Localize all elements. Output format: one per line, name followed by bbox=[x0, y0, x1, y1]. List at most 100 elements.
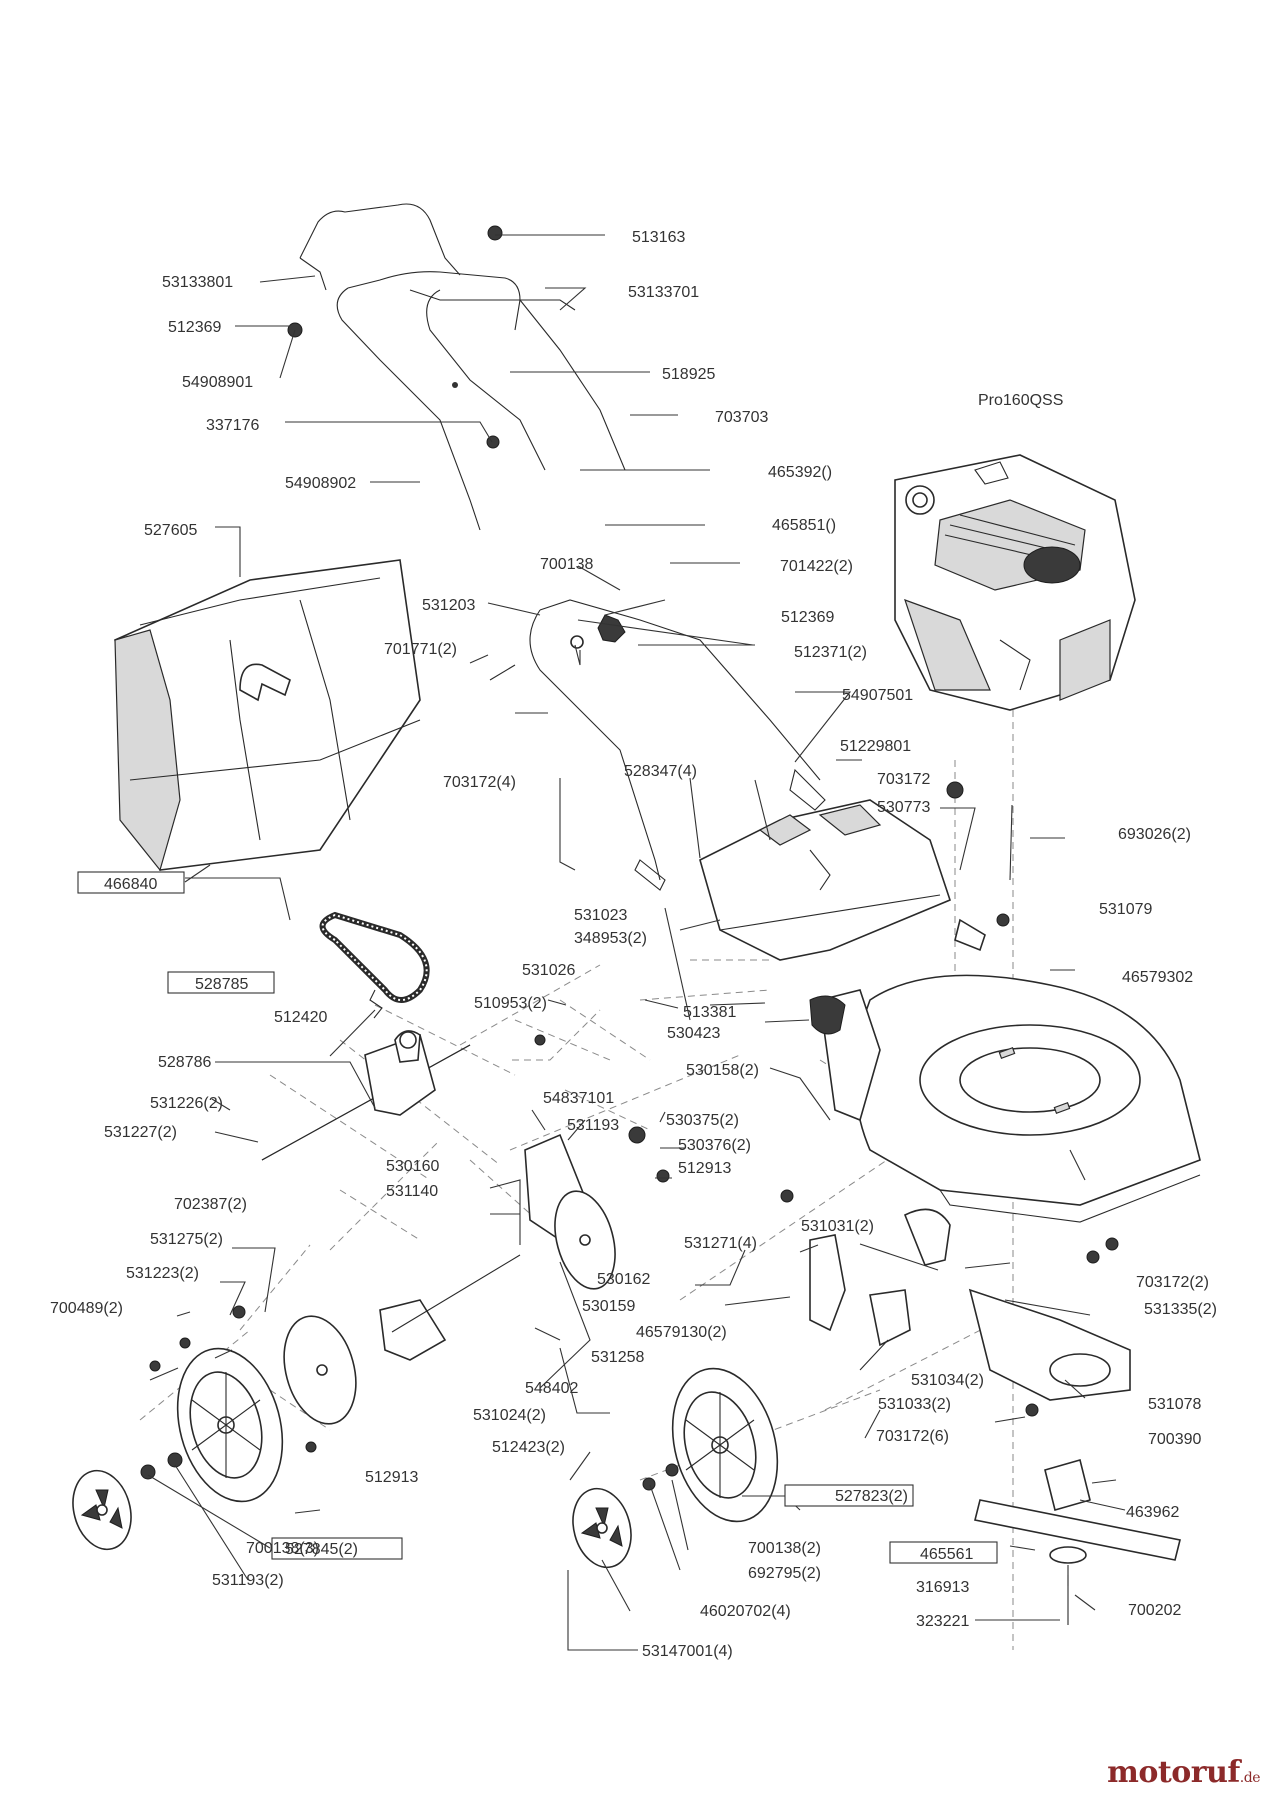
label-box-528785 bbox=[167, 971, 275, 994]
part-label-54908902: 54908902 bbox=[285, 475, 356, 492]
part-label-530375: 530375(2) bbox=[666, 1112, 739, 1129]
part-label-528347: 528347(4) bbox=[624, 763, 697, 780]
part-label-700138-2: 700138(2) bbox=[748, 1540, 821, 1557]
part-label-337176: 337176 bbox=[206, 417, 259, 434]
part-label-530376: 530376(2) bbox=[678, 1137, 751, 1154]
rear-cover-drawing bbox=[699, 799, 951, 961]
part-label-512913a: 512913 bbox=[678, 1160, 731, 1177]
part-label-531226: 531226(2) bbox=[150, 1095, 223, 1112]
part-label-531031: 531031(2) bbox=[801, 1218, 874, 1235]
part-label-703172-4: 703172(4) bbox=[443, 774, 516, 791]
front-wheel-right-drawing bbox=[671, 1367, 779, 1523]
part-label-512913b: 512913 bbox=[365, 1469, 418, 1486]
part-label-700138: 700138 bbox=[540, 556, 593, 573]
part-label-512369b: 512369 bbox=[781, 609, 834, 626]
part-label-693026: 693026(2) bbox=[1118, 826, 1191, 843]
part-label-54837101: 54837101 bbox=[543, 1090, 614, 1107]
part-label-512369a: 512369 bbox=[168, 319, 221, 336]
part-label-518925: 518925 bbox=[662, 366, 715, 383]
part-label-53147001: 53147001(4) bbox=[642, 1643, 733, 1660]
part-label-531271: 531271(4) bbox=[684, 1235, 757, 1252]
part-label-530773: 530773 bbox=[877, 799, 930, 816]
part-label-528785: 528785 bbox=[195, 976, 248, 993]
upper-handle-drawing bbox=[299, 203, 626, 531]
leader-lines bbox=[147, 234, 1126, 1651]
part-label-701771: 701771(2) bbox=[384, 641, 457, 658]
part-label-700489: 700489(2) bbox=[50, 1300, 123, 1317]
part-label-54908901: 54908901 bbox=[182, 374, 253, 391]
front-wheel-bracket-drawing bbox=[524, 1133, 616, 1290]
gearbox-axle-drawing bbox=[261, 989, 471, 1161]
part-label-531227: 531227(2) bbox=[104, 1124, 177, 1141]
label-box-527845 bbox=[271, 1537, 403, 1560]
part-label-531034: 531034(2) bbox=[911, 1372, 984, 1389]
part-label-531140: 531140 bbox=[386, 1183, 438, 1200]
part-label-530158: 530158(2) bbox=[686, 1062, 759, 1079]
part-label-512371: 512371(2) bbox=[794, 644, 867, 661]
part-label-512423: 512423(2) bbox=[492, 1439, 565, 1456]
part-label-466840: 466840 bbox=[104, 876, 157, 893]
part-label-531193a: 531193 bbox=[567, 1117, 619, 1134]
part-label-531193b: 531193(2) bbox=[212, 1572, 284, 1589]
part-label-465851: 465851() bbox=[772, 517, 836, 534]
lower-handle-drawing bbox=[489, 599, 826, 891]
part-label-531026: 531026 bbox=[522, 962, 575, 979]
part-label-54907501: 54907501 bbox=[842, 687, 913, 704]
part-label-700390: 700390 bbox=[1148, 1431, 1201, 1448]
part-label-53133701: 53133701 bbox=[628, 284, 699, 301]
brand-watermark: motoruf.de bbox=[1107, 1755, 1260, 1790]
part-label-692795: 692795(2) bbox=[748, 1565, 821, 1582]
label-box-466840 bbox=[77, 871, 185, 894]
part-label-465392: 465392() bbox=[768, 464, 832, 481]
part-label-46020702: 46020702(4) bbox=[700, 1603, 791, 1620]
part-label-548402: 548402 bbox=[525, 1380, 578, 1397]
part-label-465561: 465561 bbox=[920, 1546, 973, 1563]
part-label-703172a: 703172 bbox=[877, 771, 930, 788]
rear-guard-drawing bbox=[968, 1288, 1131, 1401]
part-label-46579130: 46579130(2) bbox=[636, 1324, 727, 1341]
part-label-527605: 527605 bbox=[144, 522, 197, 539]
part-label-700138-3: 700138(3) bbox=[246, 1540, 319, 1557]
part-label-316913: 316913 bbox=[916, 1579, 969, 1596]
part-label-702387: 702387(2) bbox=[174, 1196, 247, 1213]
part-label-530160: 530160 bbox=[386, 1158, 439, 1175]
part-label-51229801: 51229801 bbox=[840, 738, 911, 755]
part-label-530423: 530423 bbox=[667, 1025, 720, 1042]
part-label-531258: 531258 bbox=[591, 1349, 644, 1366]
label-box-527823 bbox=[784, 1484, 914, 1507]
part-label-531023: 531023 bbox=[574, 907, 627, 924]
part-label-513381: 513381 bbox=[683, 1004, 736, 1021]
brand-suffix: .de bbox=[1239, 1770, 1261, 1786]
part-label-701422: 701422(2) bbox=[780, 558, 853, 575]
label-box-465561 bbox=[889, 1541, 998, 1564]
front-hubcap-right-drawing bbox=[572, 1487, 632, 1569]
part-label-463962: 463962 bbox=[1126, 1504, 1179, 1521]
part-label-703172-6: 703172(6) bbox=[876, 1428, 949, 1445]
part-label-531275: 531275(2) bbox=[150, 1231, 223, 1248]
part-label-46579302: 46579302 bbox=[1122, 969, 1193, 986]
rear-axle-plate-drawing bbox=[283, 1254, 521, 1425]
part-label-703703: 703703 bbox=[715, 409, 768, 426]
part-label-323221: 323221 bbox=[916, 1613, 969, 1630]
part-label-531223: 531223(2) bbox=[126, 1265, 199, 1282]
rear-wheel-left-drawing bbox=[176, 1347, 284, 1503]
grass-bag-drawing bbox=[114, 559, 421, 872]
part-label-512420: 512420 bbox=[274, 1009, 327, 1026]
engine-label: Pro160QSS bbox=[978, 392, 1063, 409]
part-label-700202: 700202 bbox=[1128, 1602, 1181, 1619]
part-label-510953: 510953(2) bbox=[474, 995, 547, 1012]
part-label-703172-2: 703172(2) bbox=[1136, 1274, 1209, 1291]
part-label-527823: 527823(2) bbox=[835, 1488, 908, 1505]
part-label-531079: 531079 bbox=[1099, 901, 1152, 918]
brand-name: motoruf bbox=[1107, 1755, 1240, 1790]
part-label-348953: 348953(2) bbox=[574, 930, 647, 947]
part-label-531024: 531024(2) bbox=[473, 1407, 546, 1424]
part-label-530159: 530159 bbox=[582, 1298, 635, 1315]
part-label-531335: 531335(2) bbox=[1144, 1301, 1217, 1318]
height-adjuster-drawing bbox=[809, 995, 951, 1371]
part-label-531033: 531033(2) bbox=[878, 1396, 951, 1413]
part-label-513163: 513163 bbox=[632, 229, 685, 246]
blade-drawing bbox=[974, 1459, 1181, 1625]
part-label-528786: 528786 bbox=[158, 1054, 211, 1071]
